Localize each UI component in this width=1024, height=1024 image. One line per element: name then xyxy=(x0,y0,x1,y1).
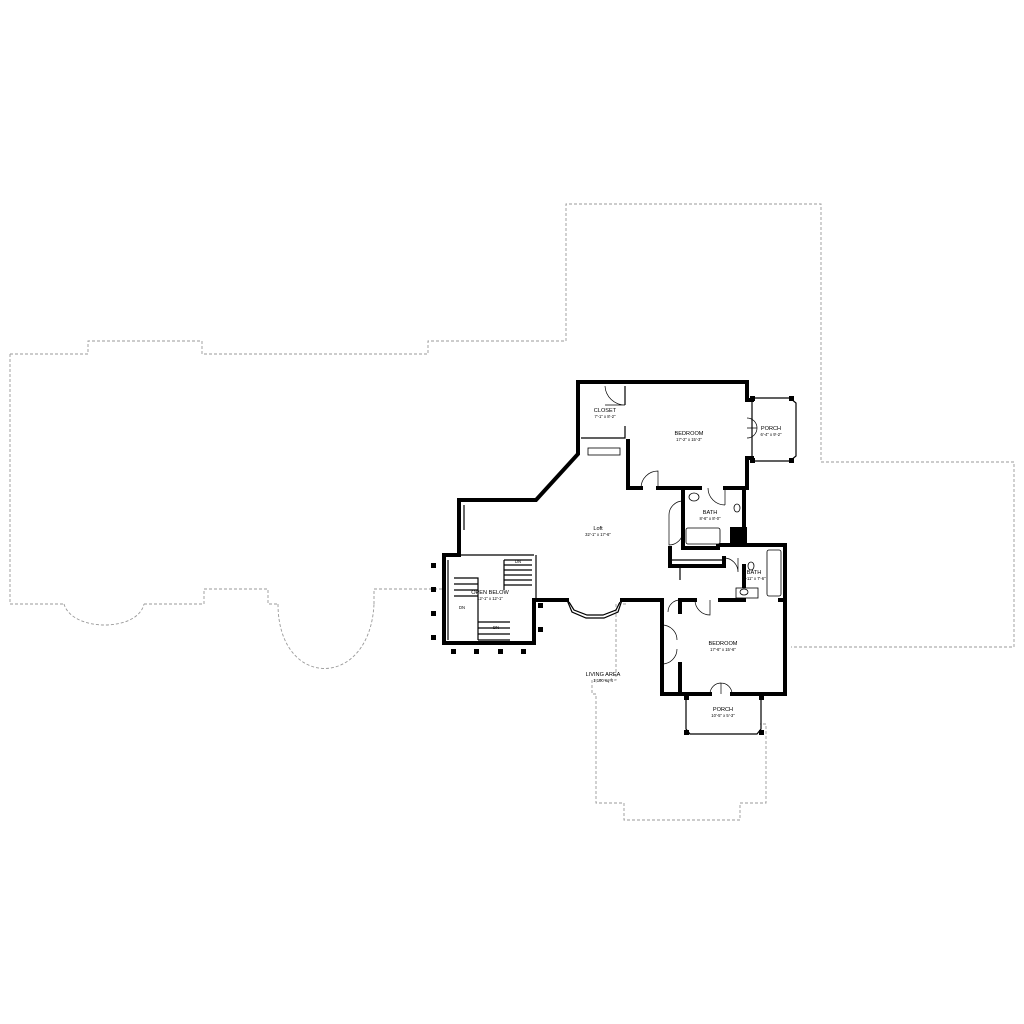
living-area-outline xyxy=(591,603,767,821)
bedroom-bottom-label: BEDROOM xyxy=(709,641,738,647)
porch-top-post-1 xyxy=(750,396,755,401)
porch-top-walls xyxy=(745,398,754,460)
stair-dn-3: DN xyxy=(493,625,499,630)
closet-walls xyxy=(581,386,626,439)
porch-bottom-post-1 xyxy=(684,695,689,700)
stair-landing-line xyxy=(458,500,465,555)
open-below-label: OPEN BELOW xyxy=(471,590,509,596)
door-bedroom-top xyxy=(640,470,659,489)
door-hall xyxy=(694,599,711,616)
bath-top-walls xyxy=(681,486,746,550)
bath-top-dims: 8'-6" x 8'-0" xyxy=(699,516,721,521)
stair-treads-bottom xyxy=(478,621,510,641)
stair-dn-1: DN xyxy=(515,559,521,564)
loft-bay-window xyxy=(566,599,623,619)
bedroom-loft-wall xyxy=(626,439,702,490)
closet-dims: 7'-1" x 8'-2" xyxy=(594,414,616,419)
stair-dn-2: DN xyxy=(459,605,465,610)
porch-bottom-railing xyxy=(685,697,762,735)
porch-bottom-post-4 xyxy=(759,730,764,735)
porch-top-post-3 xyxy=(750,458,755,463)
bedroom-bottom-dims: 17'-6" x 15'-6" xyxy=(710,647,736,652)
sink-right xyxy=(739,588,749,596)
living-area-title: LIVING AREA xyxy=(586,672,621,678)
porch-bottom-post-2 xyxy=(759,695,764,700)
bath-right-dims: 8'-11" x 7'-6" xyxy=(742,576,766,581)
door-bath-top xyxy=(707,487,726,506)
porch-bottom-post-3 xyxy=(684,730,689,735)
door-linen xyxy=(667,599,681,613)
toilet-right xyxy=(747,561,755,571)
bathtub-right xyxy=(766,549,782,597)
hall-walls xyxy=(668,546,746,614)
porch-top-dims: 6'-4" x 9'-2" xyxy=(760,432,782,437)
porch-bottom-label: PORCH xyxy=(713,707,733,713)
toilet-top xyxy=(688,492,700,502)
closet-shelf xyxy=(587,447,621,456)
porch-bottom-dims: 10'-5" x 5'-3" xyxy=(711,713,735,718)
bath-top-label: BATH xyxy=(703,510,718,516)
porch-top-label: PORCH xyxy=(761,426,781,432)
linen-shelves xyxy=(672,559,722,580)
closet-label: CLOSET xyxy=(594,408,617,414)
living-area-value: 1,100 sq ft xyxy=(593,678,613,683)
loft-label: Loft xyxy=(593,526,603,532)
footprint-outline xyxy=(9,203,1015,669)
bedroom-top-dims: 17'-2" x 15'-3" xyxy=(676,437,702,442)
french-door-top xyxy=(746,417,758,439)
loft-dims: 32'-1" x 17'-6" xyxy=(585,532,611,537)
porch-top-post-2 xyxy=(789,396,794,401)
bath-right-label: BATH xyxy=(747,570,762,576)
stair-treads-left xyxy=(454,577,479,640)
door-loft-bath xyxy=(668,500,684,546)
porch-top-post-4 xyxy=(789,458,794,463)
bathtub-top xyxy=(685,527,721,545)
stair-treads-top xyxy=(503,559,532,590)
bedroom-bottom-walls xyxy=(660,610,682,696)
sink-top xyxy=(733,503,741,513)
door-bath-right xyxy=(723,557,739,573)
door-bedroom-bottom xyxy=(661,624,678,665)
french-door-bottom xyxy=(709,682,733,695)
open-below-dims: 12'-1" x 12'-1" xyxy=(477,596,503,601)
bedroom-top-label: BEDROOM xyxy=(675,431,704,437)
door-closet xyxy=(604,385,626,406)
stair-posts xyxy=(431,563,543,654)
chase-block xyxy=(730,527,747,547)
